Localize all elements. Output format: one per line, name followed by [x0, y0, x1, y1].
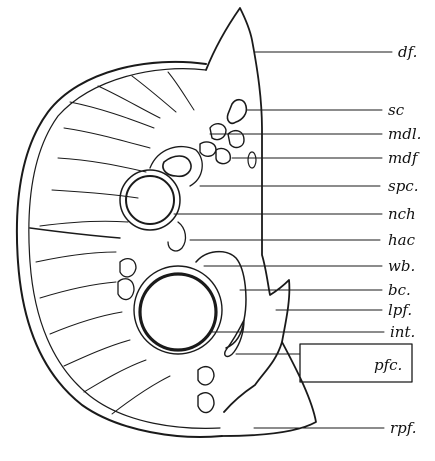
intestine-outer [134, 266, 222, 354]
notochord-sheath [120, 170, 180, 230]
sc-structure [227, 100, 246, 124]
mdl-structure-2 [228, 131, 244, 148]
label-sc: sc [388, 101, 405, 119]
lateral-pf [225, 320, 244, 356]
mdl-structure [210, 124, 226, 140]
white-body [120, 259, 136, 277]
label-int: int. [390, 323, 415, 341]
leader-lines [174, 52, 392, 428]
label-spc: spc. [388, 177, 418, 195]
haemal-arch [168, 222, 185, 251]
label-nch: nch [388, 205, 416, 223]
label-mdf: mdf [388, 149, 420, 167]
label-hac: hac [388, 231, 416, 249]
intestine-wall [140, 274, 216, 350]
rpf-structure [198, 393, 214, 413]
label-wb: wb. [388, 257, 415, 275]
body-outline [17, 62, 222, 437]
label-mdl: mdl. [388, 125, 421, 143]
mdf-structure-2 [216, 148, 230, 163]
label-bc: bc. [388, 281, 411, 299]
pfc-structure [198, 367, 214, 385]
mdf-structure [200, 142, 216, 156]
body-outline-inner [29, 69, 220, 429]
mdf-small-ring [248, 152, 256, 168]
notochord [126, 176, 174, 224]
dorsal-fin [206, 8, 289, 412]
ventral-fin [222, 342, 316, 436]
label-df: df. [398, 43, 417, 61]
label-rpf: rpf. [390, 419, 417, 437]
label-pfc: pfc. [374, 356, 402, 374]
white-body-2 [118, 279, 134, 300]
spinal-cord [163, 156, 191, 176]
horizontal-septum [30, 228, 120, 238]
spinal-canal [150, 147, 202, 186]
label-lpf: lpf. [388, 301, 412, 319]
